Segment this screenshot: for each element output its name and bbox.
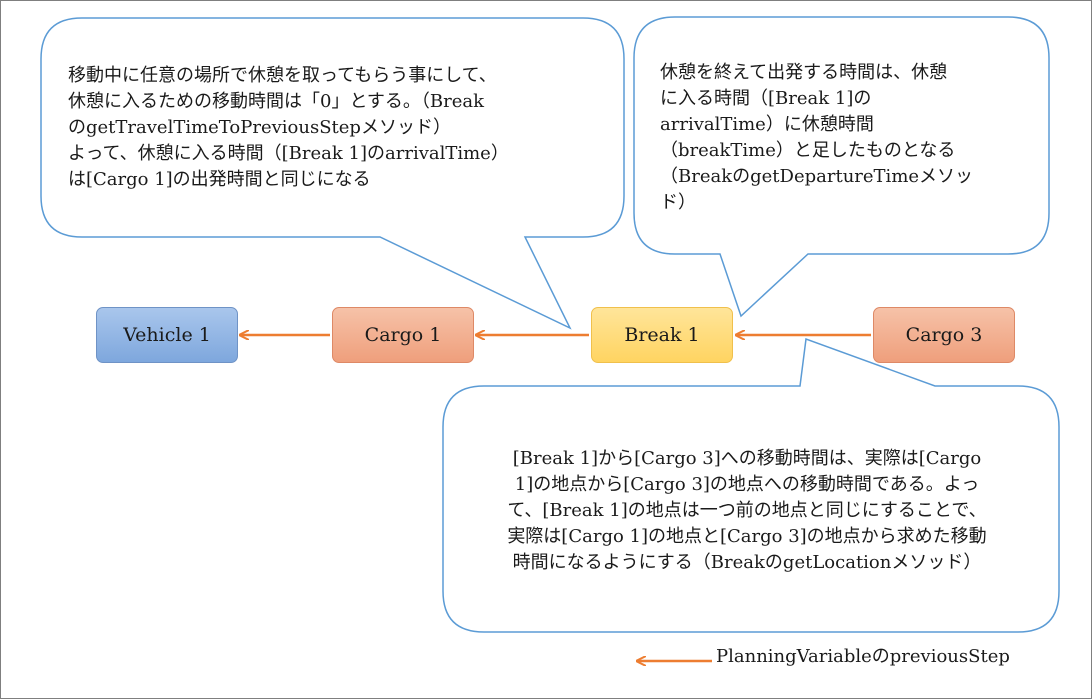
callout-bottom-shape <box>442 337 1060 633</box>
callout-top-left-text: 移動中に任意の場所で休憩を取ってもらう事にして、 休憩に入るための移動時間は「0… <box>68 65 509 190</box>
callout-bottom-text: [Break 1]から[Cargo 3]への移動時間は、実際は[Cargo 1]… <box>507 448 987 573</box>
node-cargo-1: Cargo 1 <box>332 307 474 363</box>
node-cargo-3: Cargo 3 <box>873 307 1015 363</box>
callout-top-right-shape <box>633 16 1050 318</box>
node-vehicle-1: Vehicle 1 <box>96 307 238 363</box>
node-break-1: Break 1 <box>591 307 733 363</box>
legend-label: PlanningVariableのpreviousStep <box>716 646 1010 667</box>
callout-top-right-text: 休憩を終えて出発する時間は、休憩 に入る時間（[Break 1]の arriva… <box>660 62 974 213</box>
callout-top-left-shape <box>40 17 625 330</box>
